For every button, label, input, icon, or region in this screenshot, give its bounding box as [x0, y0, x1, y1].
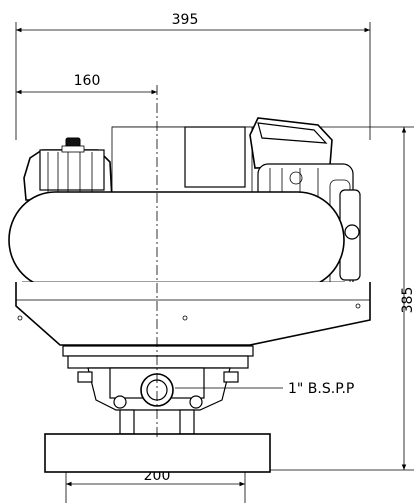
- dim-height-label: 385: [400, 287, 414, 314]
- motor-housing: [111, 126, 253, 198]
- gearbox: [23, 137, 113, 201]
- dimension-center-offset: 160: [16, 73, 157, 95]
- base-plate: [44, 433, 271, 473]
- dim-overall-width-label: 395: [172, 12, 199, 28]
- base-frame: [15, 282, 371, 346]
- port-callout: 1" B.S.P.P: [175, 381, 354, 397]
- port-callout-label: 1" B.S.P.P: [288, 381, 354, 397]
- dimension-overall-width: 395: [15, 12, 371, 140]
- pump-head: [62, 345, 254, 435]
- dim-center-offset-label: 160: [74, 73, 101, 89]
- belt-guard: [8, 191, 345, 289]
